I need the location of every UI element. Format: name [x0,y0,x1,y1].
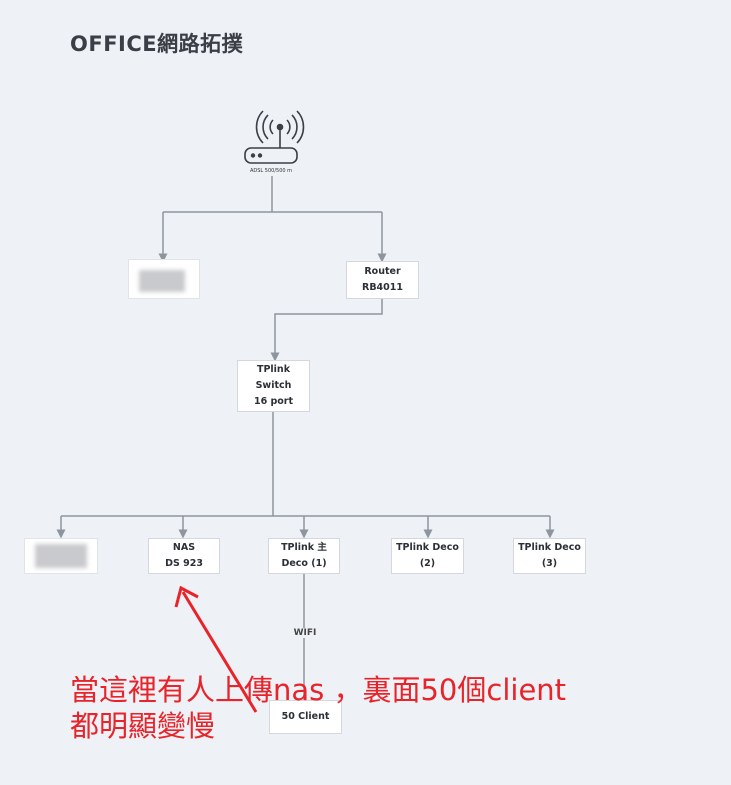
deco-3-node[interactable]: TPlink Deco (3) [513,538,586,574]
nas-model: DS 923 [165,558,203,569]
router-node[interactable]: Router RB4011 [346,261,419,299]
deco-main-name: TPlink 主 [281,542,327,553]
annotation-line-2: 都明顯變慢 [70,709,216,743]
deco-3-id: (3) [541,558,558,569]
clients-node[interactable]: 50 Client [269,700,342,734]
switch-type: Switch [255,380,292,391]
diagram-title: OFFICE網路拓撲 [70,32,244,56]
nas-name: NAS [172,542,196,553]
wifi-router-icon [244,110,305,164]
switch-node[interactable]: TPlink Switch 16 port [237,360,310,412]
nas-node[interactable]: NAS DS 923 [148,538,220,574]
annotation-text: 當這裡有人上傳nas ，裏面50個client 都明顯變慢 [70,672,566,744]
switch-brand: TPlink [256,364,291,375]
switch-ports: 16 port [253,396,294,407]
deco-2-name: TPlink Deco [396,542,459,553]
deco-main-id: Deco (1) [281,558,327,569]
annotation-line-1: 當這裡有人上傳nas ，裏面50個client [70,673,567,707]
router-name: Router [364,266,401,277]
deco-2-node[interactable]: TPlink Deco (2) [391,538,464,574]
deco-3-name: TPlink Deco [518,542,581,553]
wifi-label: WIFI [289,628,321,638]
deco-2-id: (2) [419,558,436,569]
router-model: RB4011 [362,282,403,293]
modem-label: ADSL 500/500 m [249,168,293,174]
deco-main-node[interactable]: TPlink 主 Deco (1) [268,538,340,574]
redacted-node-bottom [24,538,98,574]
wire-router-switch [270,298,383,362]
clients-label: 50 Client [281,711,330,722]
annotation-arrow [174,585,258,713]
redacted-node-top [128,259,200,299]
